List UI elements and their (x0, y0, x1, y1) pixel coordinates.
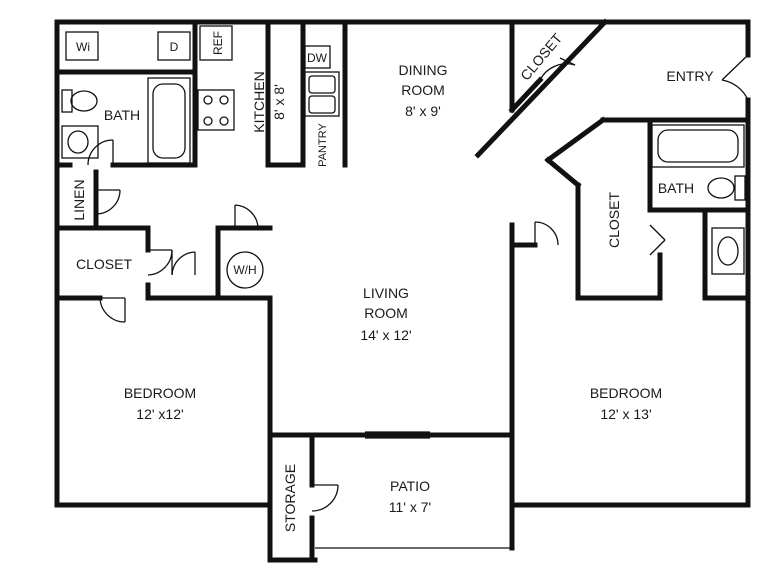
bath-left-name: BATH (104, 107, 140, 123)
dishwasher-label: DW (307, 51, 328, 65)
sink-icon (61, 125, 99, 159)
entry-name: ENTRY (666, 68, 714, 84)
closet-left-name: CLOSET (76, 256, 132, 272)
closet-right-name: CLOSET (606, 192, 622, 248)
pantry-label: PANTRY (317, 123, 329, 167)
toilet-icon (61, 89, 98, 113)
bathtub-icon (651, 124, 745, 168)
water-heater-label: W/H (233, 263, 256, 277)
kitchen-size: 8' x 8' (271, 84, 287, 120)
toilet-icon (707, 175, 746, 201)
living-room-size: 14' x 12' (360, 327, 411, 343)
washer-label: Wi (76, 40, 90, 54)
dining-room-size: 8' x 9' (405, 103, 441, 119)
bath-right-name: BATH (658, 180, 694, 196)
sink-icon (711, 227, 745, 275)
storage-name: STORAGE (282, 464, 298, 532)
walls (54, 18, 751, 563)
kitchen-name: KITCHEN (251, 71, 267, 132)
bedroom-left-size: 12' x12' (136, 406, 183, 422)
patio-size: 11' x 7' (389, 499, 431, 515)
dining-room-name-1: DINING (399, 62, 448, 78)
dryer-label: D (170, 40, 179, 54)
washer-icon (65, 31, 99, 61)
bathtub-icon (147, 77, 191, 164)
dryer-icon (157, 31, 191, 61)
water-heater-icon (226, 251, 264, 289)
living-room-name-2: ROOM (364, 305, 408, 321)
stove-icon (197, 89, 235, 131)
kitchen-sink-icon (304, 71, 340, 117)
dishwasher-icon (304, 45, 331, 69)
door-swings (87, 54, 749, 549)
closet-top-name: CLOSET (517, 30, 566, 84)
refrigerator-icon (199, 25, 233, 61)
labels: DINING ROOM 8' x 9' KITCHEN 8' x 8' LIVI… (71, 30, 714, 532)
living-room-name-1: LIVING (363, 285, 409, 301)
bedroom-right-name: BEDROOM (590, 385, 662, 401)
bedroom-left-name: BEDROOM (124, 385, 196, 401)
patio-name: PATIO (390, 478, 430, 494)
refrigerator-label: REF (211, 31, 225, 55)
fixtures (61, 25, 746, 289)
bedroom-right-size: 12' x 13' (600, 406, 651, 422)
dining-room-name-2: ROOM (401, 82, 445, 98)
linen-name: LINEN (71, 179, 87, 220)
